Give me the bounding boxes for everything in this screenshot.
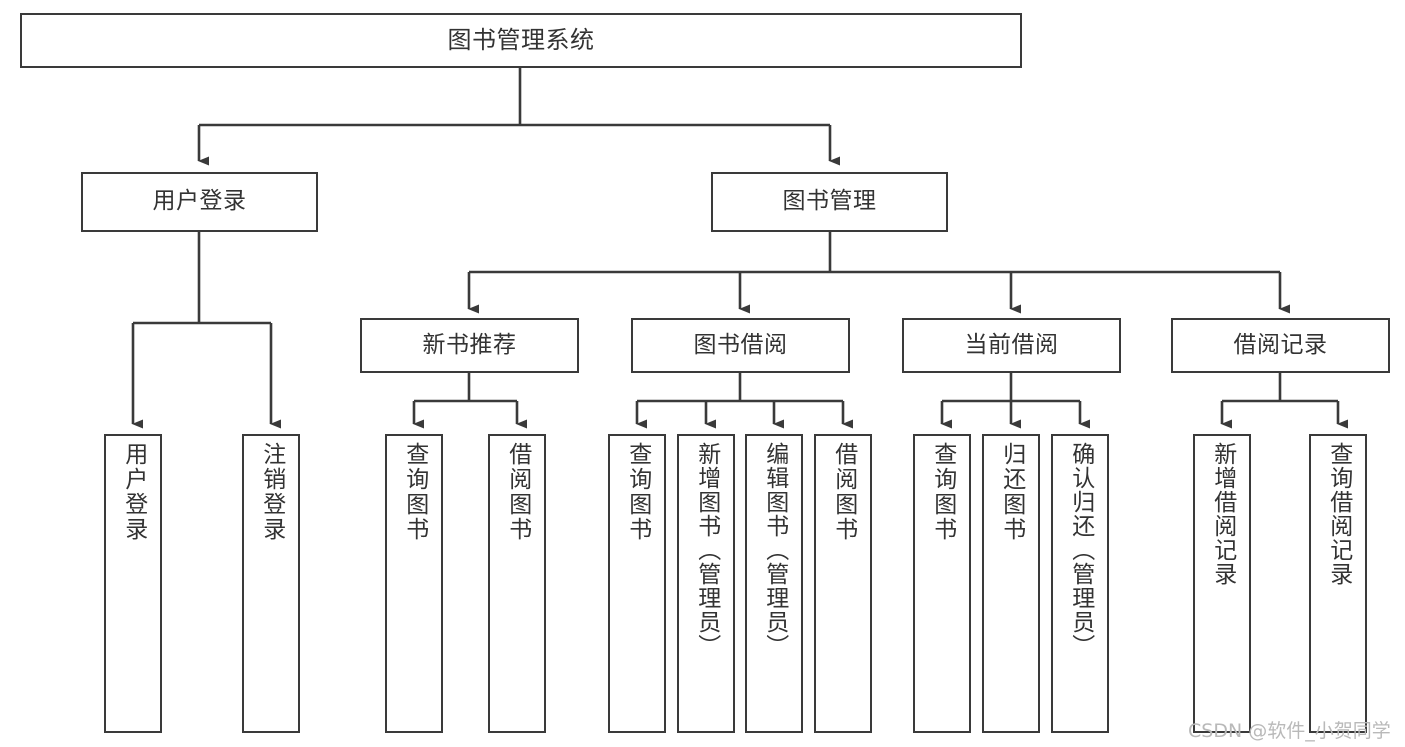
node-label: 查询图书: [929, 442, 956, 542]
node-leaf-add-book-admin[interactable]: 新增图书（管理员）: [677, 434, 735, 733]
node-leaf-query-book-borrow[interactable]: 查询图书: [608, 434, 666, 733]
node-label: 确认归还（管理员）: [1067, 442, 1094, 658]
node-leaf-confirm-return-admin[interactable]: 确认归还（管理员）: [1051, 434, 1109, 733]
node-leaf-edit-book-admin[interactable]: 编辑图书（管理员）: [745, 434, 803, 733]
node-borrow-record[interactable]: 借阅记录: [1171, 318, 1390, 373]
node-label: 新书推荐: [422, 331, 517, 358]
node-leaf-query-book-recommend[interactable]: 查询图书: [385, 434, 443, 733]
node-label: 借阅记录: [1233, 331, 1328, 358]
node-label: 查询图书: [401, 442, 428, 542]
node-label: 当前借阅: [964, 331, 1059, 358]
node-label: 新增图书（管理员）: [693, 442, 720, 658]
node-leaf-add-borrow-record[interactable]: 新增借阅记录: [1193, 434, 1251, 733]
node-label: 图书管理: [782, 188, 877, 215]
node-leaf-logout-login[interactable]: 注销登录: [242, 434, 300, 733]
node-label: 用户登录: [152, 188, 247, 215]
node-label: 用户登录: [120, 442, 147, 542]
node-leaf-query-book-current[interactable]: 查询图书: [913, 434, 971, 733]
node-leaf-borrow-book-recommend[interactable]: 借阅图书: [488, 434, 546, 733]
node-label: 编辑图书（管理员）: [761, 442, 788, 658]
node-label: 借阅图书: [504, 442, 531, 542]
node-label: 图书借阅: [693, 331, 788, 358]
node-leaf-borrow-book-borrow[interactable]: 借阅图书: [814, 434, 872, 733]
node-leaf-query-borrow-record[interactable]: 查询借阅记录: [1309, 434, 1367, 733]
node-leaf-return-book[interactable]: 归还图书: [982, 434, 1040, 733]
node-root-book-management-system[interactable]: 图书管理系统: [20, 13, 1022, 68]
node-leaf-user-login[interactable]: 用户登录: [104, 434, 162, 733]
node-new-book-recommend[interactable]: 新书推荐: [360, 318, 579, 373]
node-book-management[interactable]: 图书管理: [711, 172, 948, 232]
node-current-borrow[interactable]: 当前借阅: [902, 318, 1121, 373]
node-user-login[interactable]: 用户登录: [81, 172, 318, 232]
node-label: 注销登录: [258, 442, 285, 542]
node-label: 查询借阅记录: [1325, 442, 1352, 586]
node-label: 借阅图书: [830, 442, 857, 542]
node-book-borrow[interactable]: 图书借阅: [631, 318, 850, 373]
node-label: 查询图书: [624, 442, 651, 542]
node-label: 归还图书: [998, 442, 1025, 542]
csdn-watermark: CSDN @软件_小贺同学: [1188, 720, 1391, 742]
node-label: 图书管理系统: [447, 26, 595, 55]
node-label: 新增借阅记录: [1209, 442, 1236, 586]
